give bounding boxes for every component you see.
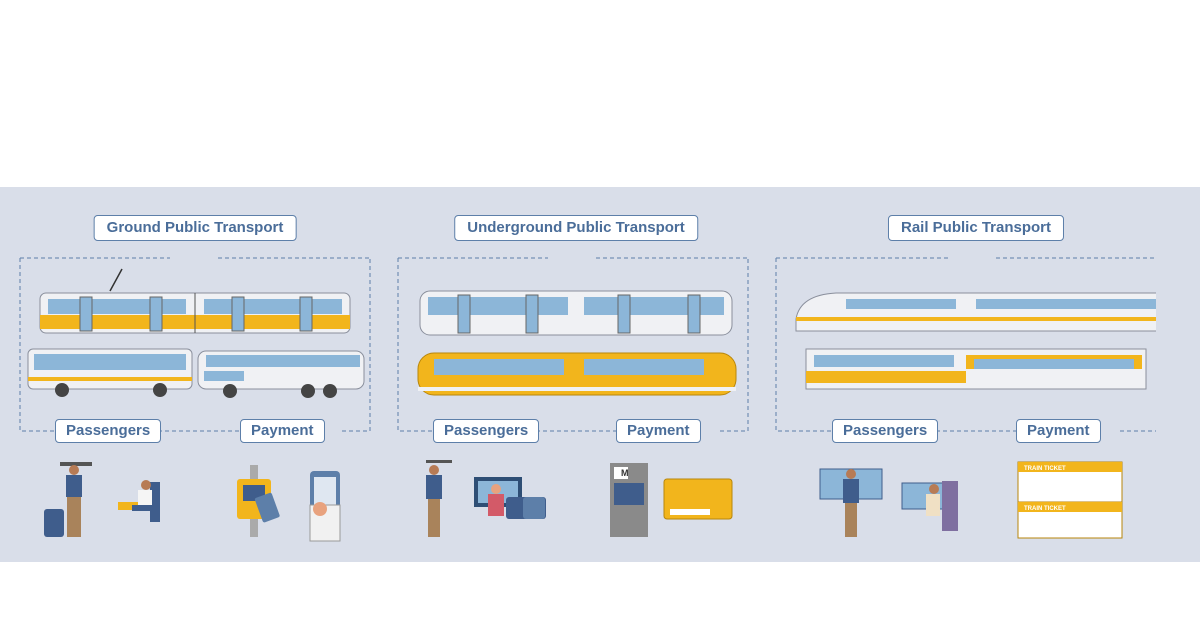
window-passenger-icon: [819, 468, 883, 537]
section-rail: TRAIN TICKET TRAIN TICKET Rail Public Tr…: [756, 187, 1156, 562]
ticket-machine-icon: [610, 463, 648, 537]
passengers-label: Passengers: [433, 419, 540, 443]
payment-label: Payment: [240, 419, 325, 443]
train-ticket-text: TRAIN TICKET: [1024, 506, 1066, 512]
ground-illustrations: [19, 257, 371, 542]
infographic-band: Ground Public Transport Passengers Payme…: [0, 187, 1200, 562]
bus-icon: [27, 348, 193, 397]
standing-passenger-icon: [44, 462, 92, 537]
seated-window-passenger-icon: [901, 481, 958, 531]
standing-passenger-icon: [426, 460, 452, 537]
high-speed-train-icon: [795, 292, 1156, 332]
train-ticket-icon: [1017, 461, 1123, 539]
phone-payment-icon: [309, 471, 341, 542]
seated-passenger-icon: [118, 480, 160, 522]
section-title: Underground Public Transport: [454, 215, 698, 241]
card-reader-icon: [237, 465, 280, 537]
coach-icon: [197, 350, 365, 398]
section-ground: Ground Public Transport Passengers Payme…: [0, 187, 400, 562]
train-ticket-text: TRAIN TICKET: [1024, 466, 1066, 472]
metro-train-icon: [419, 290, 733, 336]
payment-label: Payment: [1016, 419, 1101, 443]
section-title: Rail Public Transport: [887, 215, 1065, 241]
passengers-label: Passengers: [832, 419, 939, 443]
metro-ticket-icon: [663, 478, 733, 520]
underground-illustrations: M: [397, 257, 749, 537]
passenger-train-icon: [805, 348, 1147, 390]
rail-illustrations: TRAIN TICKET TRAIN TICKET: [775, 257, 1156, 539]
section-title: Ground Public Transport: [93, 215, 297, 241]
section-underground: M Underground Public Transport Passenger…: [378, 187, 778, 562]
payment-label: Payment: [616, 419, 701, 443]
passengers-label: Passengers: [55, 419, 162, 443]
seated-passenger-icon: [474, 477, 546, 519]
metro-letter: M: [621, 468, 629, 478]
tram-icon: [39, 268, 351, 334]
subway-train-icon: [417, 352, 737, 396]
